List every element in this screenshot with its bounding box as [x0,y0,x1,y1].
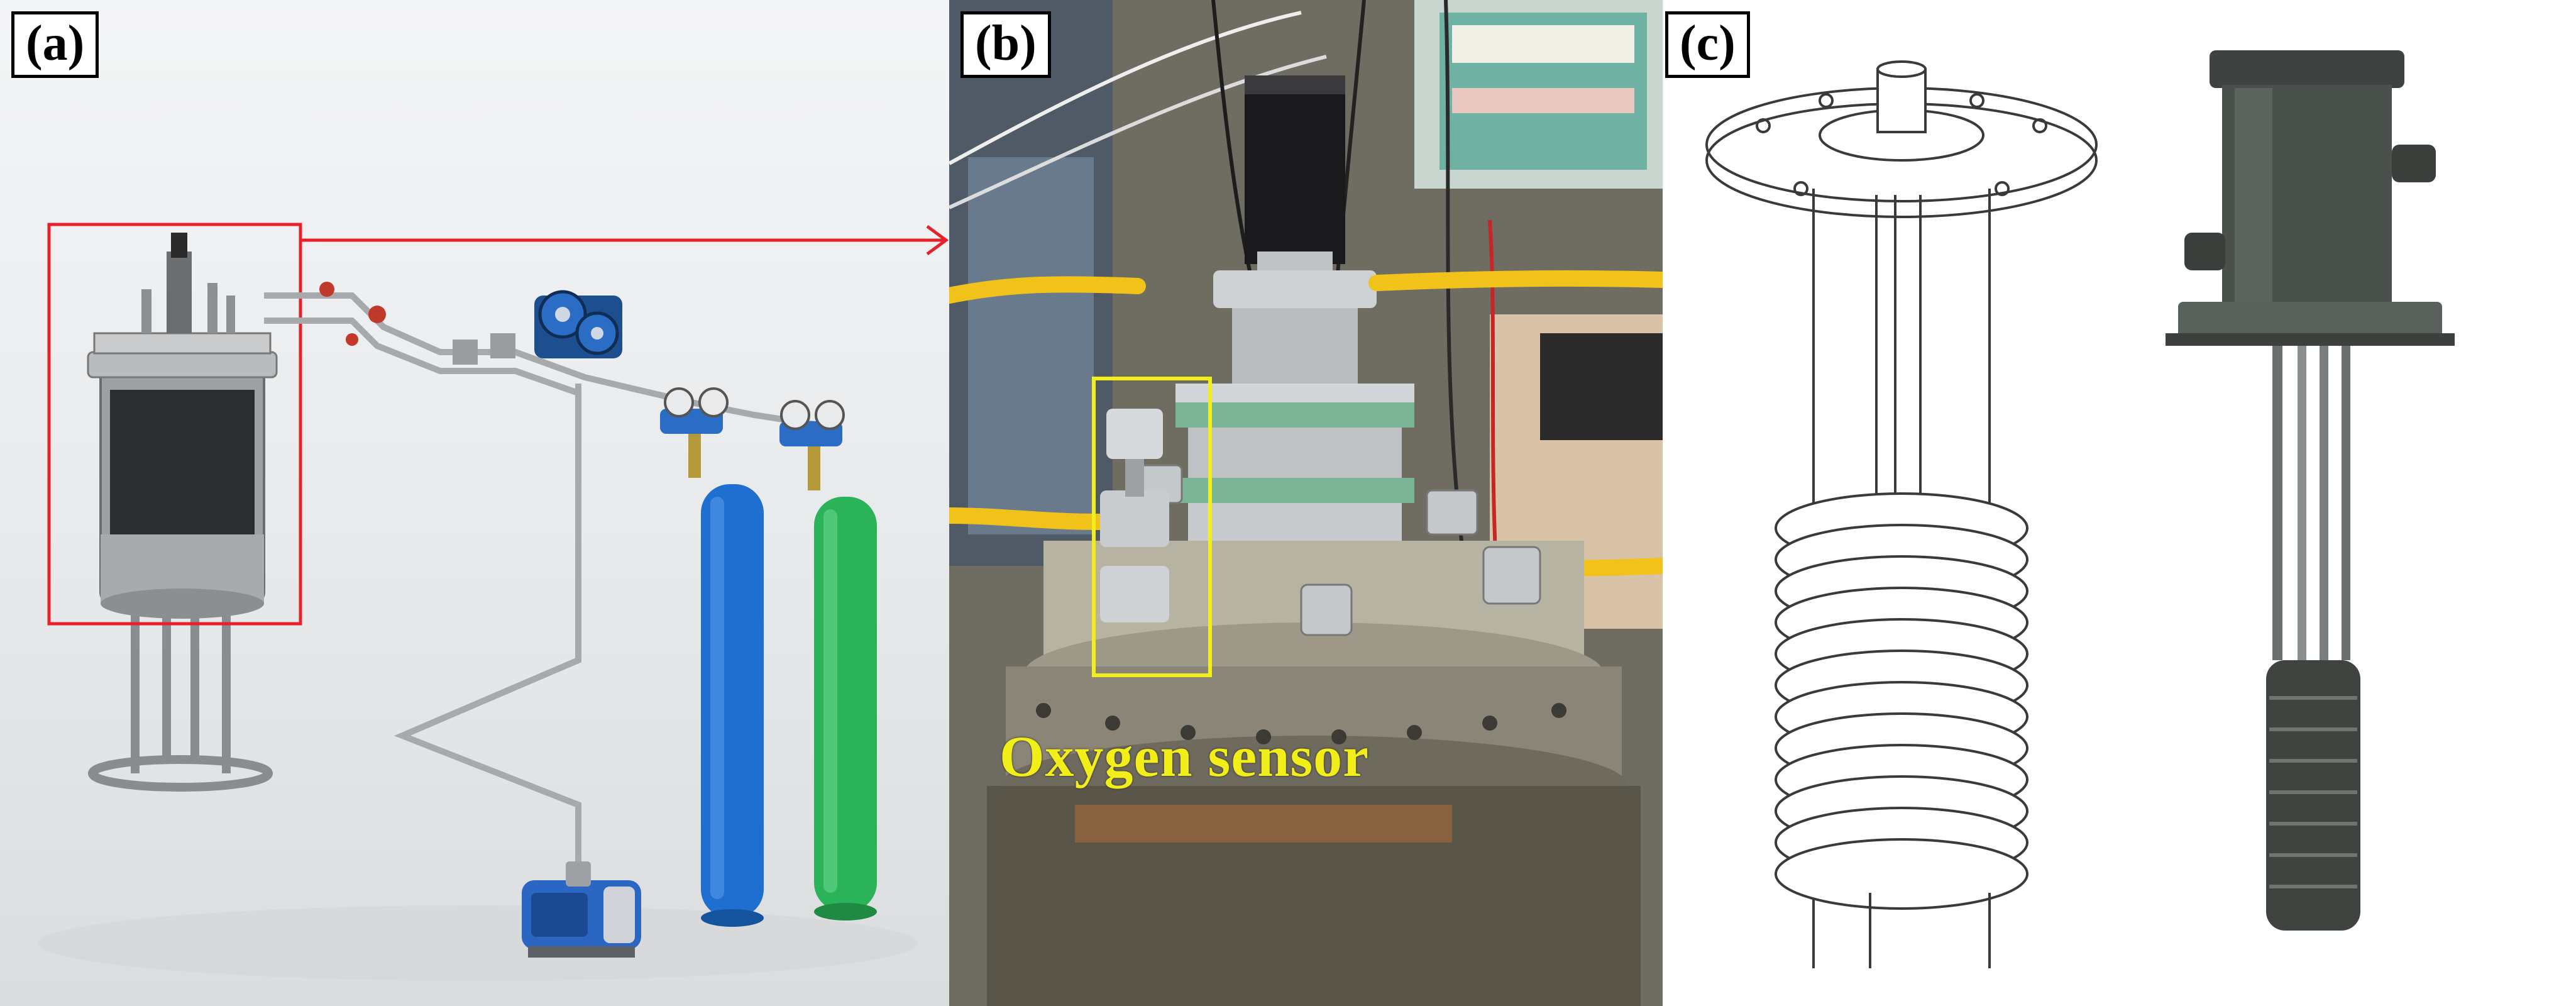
panel-b: (b) Oxygen sensor [949,0,1663,1006]
oxygen-sensor-icon [1100,409,1169,622]
gas-cylinder-blue-icon [701,484,764,927]
gas-cylinder-green-icon [814,497,877,920]
motor-icon [1245,75,1345,277]
valve-icon [319,282,386,346]
column-icon [1175,270,1414,541]
vessel-stand-icon [88,604,273,792]
gauge-icon [534,290,622,358]
regulator-icon [660,387,845,490]
panel-c-figures [1705,50,2455,968]
highlight-box-yellow [1092,377,1212,677]
panel-label-c: (c) [1665,11,1750,78]
panel-a-illustration [38,223,949,981]
bolt-icon [1036,703,1566,744]
highlight-box-red [47,223,302,626]
panel-a: (a) [0,0,949,1006]
stirrer-photo-icon [2166,50,2455,931]
vacuum-pump-icon [522,861,641,958]
panel-c: (c) [1663,0,2576,1006]
oxygen-sensor-label: Oxygen sensor [999,724,1369,788]
panel-label-b: (b) [960,11,1051,78]
coil-icon [1775,492,2028,910]
red-arrow-icon [300,224,949,256]
pressure-vessel-icon [87,233,278,619]
panel-b-photo [949,0,1663,1006]
panel-label-a: (a) [11,11,99,78]
